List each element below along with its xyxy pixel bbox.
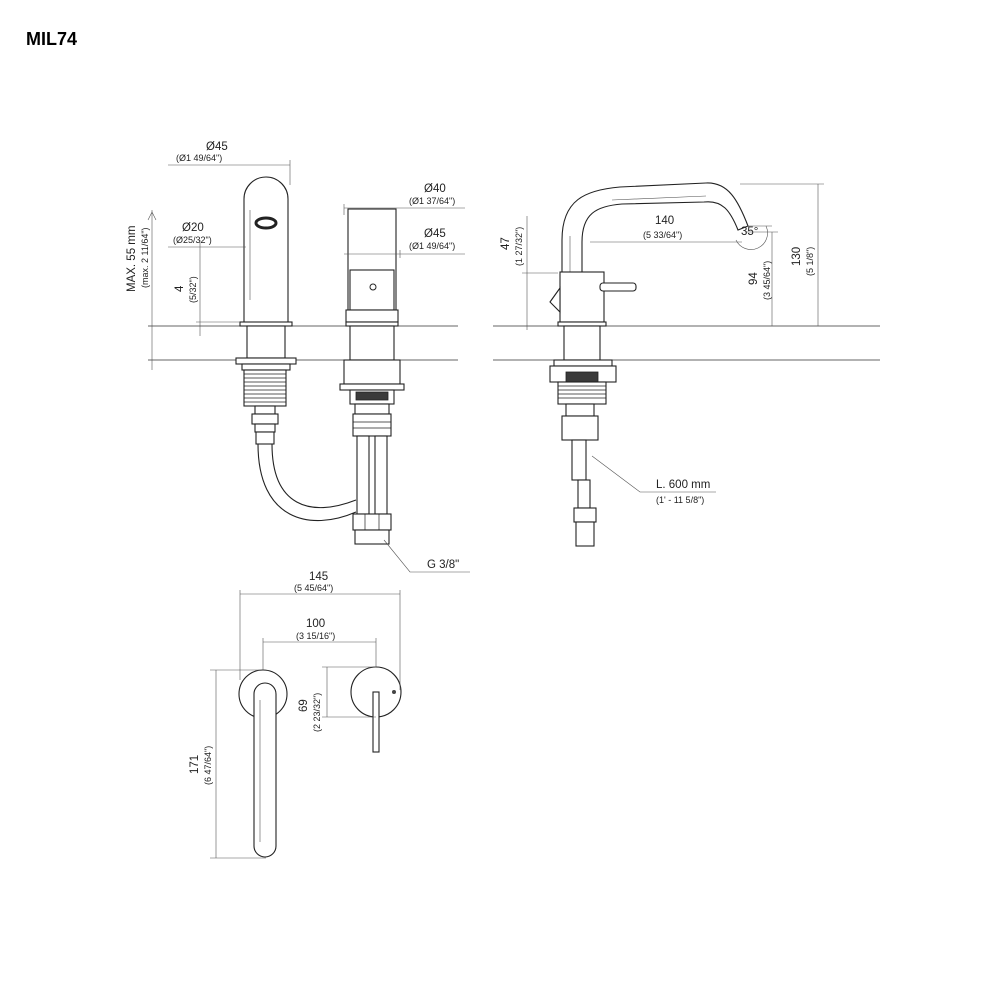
aerator-diameter-inch: (Ø25/32") xyxy=(173,235,212,245)
handle-lever-top[interactable] xyxy=(372,691,380,753)
lever-handle[interactable] xyxy=(599,282,637,292)
handle-dot-icon xyxy=(369,283,377,291)
side-view: 140 (5 33/64") 35° 130 (5 1/8") 94 (3 45… xyxy=(493,182,880,547)
connection-label: G 3/8" xyxy=(427,559,459,571)
total-height-inch: (5 1/8") xyxy=(805,247,815,276)
reach-inch: (5 33/64") xyxy=(643,230,682,240)
spout-top xyxy=(253,682,277,858)
center-distance-label: 100 xyxy=(306,618,325,630)
aerator-icon xyxy=(254,216,278,230)
hose-length-label: L. 600 mm xyxy=(656,479,710,491)
base-height-inch: (5/32") xyxy=(188,276,198,303)
spout-length-label: 171 xyxy=(189,755,201,774)
outlet-height-inch: (3 45/64") xyxy=(762,261,772,300)
spout-length-inch: (6 47/64") xyxy=(203,746,213,785)
handle-diameter-top-inch: (2 23/32") xyxy=(312,693,322,732)
hose-length-inch: (1' - 11 5/8") xyxy=(656,495,704,505)
body-diameter-label: Ø45 xyxy=(424,228,446,240)
front-view: Ø45 (Ø1 49/64") Ø20 (Ø25/32") Ø40 (Ø1 37… xyxy=(126,141,470,573)
top-view: 145 (5 45/64") 100 (3 15/16") 69 (2 23/3… xyxy=(189,571,402,859)
overall-width-inch: (5 45/64") xyxy=(294,583,333,593)
deck-thickness-inch: (max. 2 11/64") xyxy=(140,227,150,288)
handle-marker-icon xyxy=(392,690,396,694)
spout-diameter-label: Ø45 xyxy=(206,141,228,153)
base-height-label: 4 xyxy=(174,285,186,292)
handle-diameter-inch: (Ø1 37/64") xyxy=(409,196,455,206)
spout-diameter-inch: (Ø1 49/64") xyxy=(176,153,222,163)
handle-diameter-label: Ø40 xyxy=(424,183,446,195)
center-distance-inch: (3 15/16") xyxy=(296,631,335,641)
overall-width-label: 145 xyxy=(309,571,328,583)
outlet-height-label: 94 xyxy=(748,272,760,285)
total-height-label: 130 xyxy=(791,247,803,266)
body-diameter-inch: (Ø1 49/64") xyxy=(409,241,455,251)
lever-height-inch: (1 27/32") xyxy=(514,227,524,266)
deck-thickness-label: MAX. 55 mm xyxy=(126,226,138,292)
reach-label: 140 xyxy=(655,215,674,227)
flexible-hose xyxy=(257,443,357,522)
lever-height-label: 47 xyxy=(500,237,512,250)
spout-body xyxy=(243,176,289,323)
handle-diameter-top-label: 69 xyxy=(298,699,310,712)
aerator-diameter-label: Ø20 xyxy=(182,222,204,234)
product-code: MIL74 xyxy=(26,29,77,49)
